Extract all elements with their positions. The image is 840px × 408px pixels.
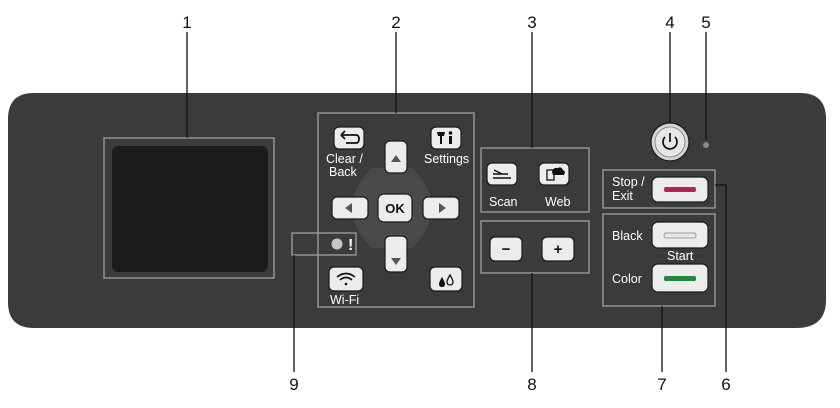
down-button[interactable] bbox=[384, 235, 408, 273]
up-button[interactable] bbox=[384, 140, 408, 174]
web-button[interactable] bbox=[538, 162, 570, 186]
color-start-bar bbox=[664, 276, 696, 281]
callout-4: 4 bbox=[665, 13, 674, 32]
back-arrow-icon bbox=[340, 130, 360, 144]
power-button[interactable] bbox=[650, 122, 690, 162]
web-label: Web bbox=[545, 195, 571, 209]
callout-1: 1 bbox=[182, 13, 191, 32]
callout-9: 9 bbox=[289, 375, 298, 394]
callout-3: 3 bbox=[527, 13, 536, 32]
callout-8: 8 bbox=[527, 375, 536, 394]
minus-label: − bbox=[502, 241, 511, 258]
wifi-icon bbox=[336, 272, 356, 286]
clear-back-label-2: Back bbox=[329, 165, 358, 179]
warning-led bbox=[331, 238, 343, 250]
color-start-button[interactable] bbox=[651, 263, 709, 293]
wifi-label: Wi-Fi bbox=[330, 293, 359, 307]
down-arrow-icon bbox=[391, 258, 401, 265]
right-button[interactable] bbox=[422, 196, 460, 220]
ok-label: OK bbox=[385, 201, 405, 216]
callout-5: 5 bbox=[701, 13, 710, 32]
ink-button[interactable] bbox=[429, 266, 463, 292]
callout-7: 7 bbox=[657, 375, 666, 394]
left-button[interactable] bbox=[331, 196, 369, 220]
warning-led-frame bbox=[291, 232, 357, 256]
callout-leaders bbox=[186, 32, 727, 372]
plus-button[interactable]: + bbox=[541, 236, 575, 262]
power-led bbox=[703, 142, 709, 148]
ink-drops-icon bbox=[439, 273, 454, 287]
start-label: Start bbox=[667, 249, 694, 263]
back-button[interactable] bbox=[333, 126, 365, 150]
stop-exit-label-2: Exit bbox=[612, 189, 633, 203]
clear-back-label-1: Clear / bbox=[326, 152, 363, 166]
stop-exit-button[interactable] bbox=[651, 176, 709, 203]
black-start-button[interactable] bbox=[651, 221, 709, 249]
up-arrow-icon bbox=[391, 155, 401, 162]
tools-icon bbox=[437, 131, 453, 144]
lcd-screen bbox=[112, 146, 268, 272]
minus-button[interactable]: − bbox=[489, 236, 523, 262]
settings-button[interactable] bbox=[430, 126, 462, 150]
scan-button[interactable] bbox=[486, 162, 518, 186]
scan-label: Scan bbox=[489, 195, 518, 209]
stop-exit-label-1: Stop / bbox=[612, 175, 645, 189]
start-frame bbox=[602, 213, 716, 307]
ok-button[interactable]: OK bbox=[377, 193, 413, 223]
stop-exit-bar bbox=[664, 187, 696, 192]
plus-label: + bbox=[554, 241, 563, 258]
color-label: Color bbox=[612, 272, 642, 286]
settings-label: Settings bbox=[424, 152, 469, 166]
warning-mark: ! bbox=[348, 237, 353, 254]
scan-web-frame bbox=[480, 147, 590, 213]
left-arrow-icon bbox=[345, 203, 352, 213]
stop-exit-frame bbox=[602, 169, 716, 209]
callout-6: 6 bbox=[721, 375, 730, 394]
black-label: Black bbox=[612, 229, 643, 243]
black-start-bar bbox=[663, 232, 697, 239]
plus-minus-frame bbox=[480, 220, 590, 274]
scanner-icon bbox=[493, 169, 511, 179]
lcd-frame bbox=[103, 137, 275, 279]
callout-2: 2 bbox=[391, 13, 400, 32]
cloud-document-icon bbox=[546, 167, 565, 181]
right-arrow-icon bbox=[439, 203, 446, 213]
wifi-button[interactable] bbox=[328, 266, 364, 292]
power-icon bbox=[662, 133, 678, 150]
